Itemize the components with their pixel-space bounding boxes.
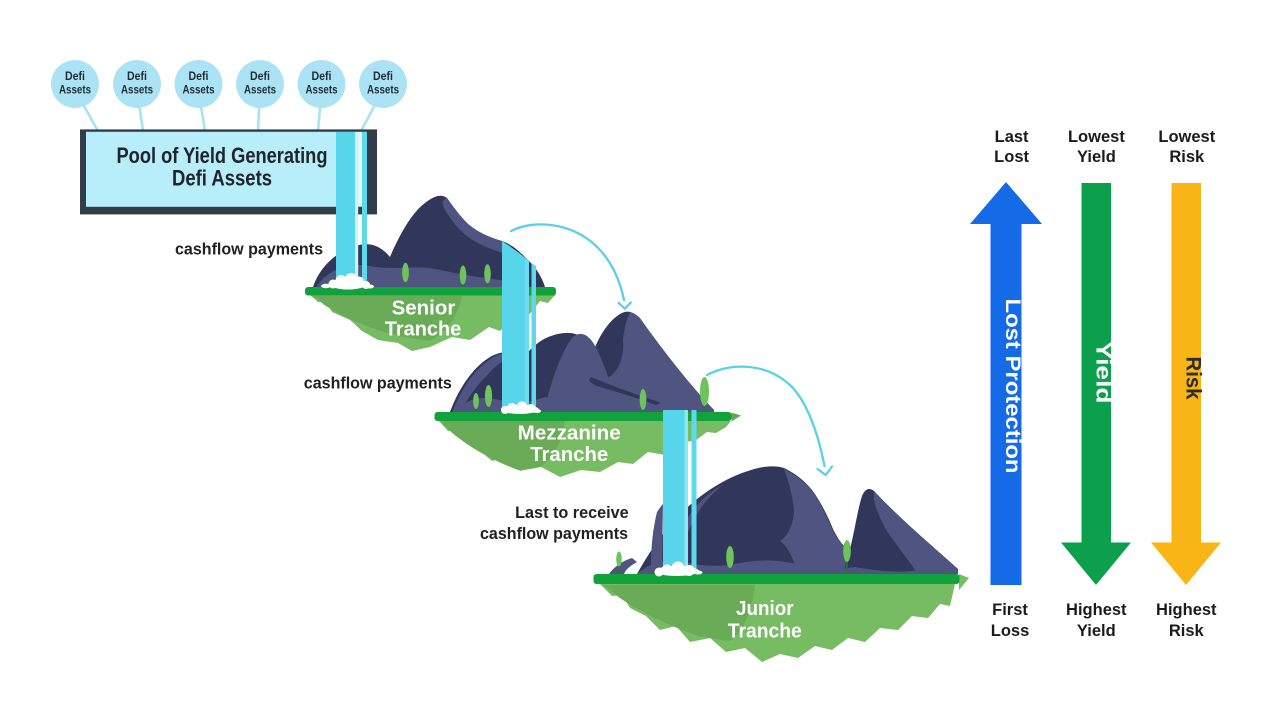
svg-text:Risk: Risk — [1169, 148, 1205, 166]
svg-text:Pool of Yield Generating: Pool of Yield Generating — [117, 143, 328, 168]
svg-text:Senior: Senior — [392, 297, 456, 320]
svg-text:Tranche: Tranche — [530, 443, 608, 466]
svg-text:cashflow payments: cashflow payments — [480, 524, 628, 543]
svg-text:Defi: Defi — [250, 71, 270, 83]
svg-text:Assets: Assets — [183, 85, 215, 97]
svg-text:Defi: Defi — [373, 71, 393, 83]
svg-text:Defi: Defi — [65, 71, 85, 83]
svg-text:cashflow payments: cashflow payments — [304, 374, 452, 393]
svg-text:Risk: Risk — [1169, 622, 1205, 640]
svg-text:cashflow payments: cashflow payments — [175, 240, 323, 259]
svg-text:Lost: Lost — [994, 148, 1029, 166]
svg-text:Defi: Defi — [127, 71, 147, 83]
svg-text:Yield: Yield — [1091, 342, 1114, 404]
svg-text:Mezzanine: Mezzanine — [518, 422, 621, 445]
svg-text:Highest: Highest — [1156, 601, 1217, 619]
svg-text:Tranche: Tranche — [385, 318, 462, 341]
svg-text:Assets: Assets — [367, 85, 399, 97]
svg-text:Lowest: Lowest — [1068, 128, 1125, 146]
svg-text:Last: Last — [995, 128, 1029, 146]
svg-text:Assets: Assets — [121, 85, 153, 97]
svg-text:Assets: Assets — [306, 85, 338, 97]
svg-text:Yield: Yield — [1077, 148, 1116, 166]
svg-text:First: First — [992, 601, 1028, 619]
svg-text:Defi Assets: Defi Assets — [172, 166, 272, 191]
svg-text:Loss: Loss — [991, 622, 1030, 640]
svg-text:Assets: Assets — [59, 85, 91, 97]
svg-text:Junior: Junior — [736, 597, 794, 620]
svg-text:Highest: Highest — [1066, 601, 1127, 619]
svg-text:Risk: Risk — [1181, 357, 1204, 400]
svg-text:Tranche: Tranche — [728, 620, 802, 643]
svg-text:Assets: Assets — [244, 85, 276, 97]
svg-text:Lowest: Lowest — [1158, 128, 1215, 146]
svg-text:Defi: Defi — [189, 71, 209, 83]
svg-text:Defi: Defi — [312, 71, 332, 83]
svg-text:Lost Protection: Lost Protection — [1001, 299, 1024, 474]
svg-text:Yield: Yield — [1077, 622, 1116, 640]
svg-text:Last to receive: Last to receive — [515, 503, 629, 522]
